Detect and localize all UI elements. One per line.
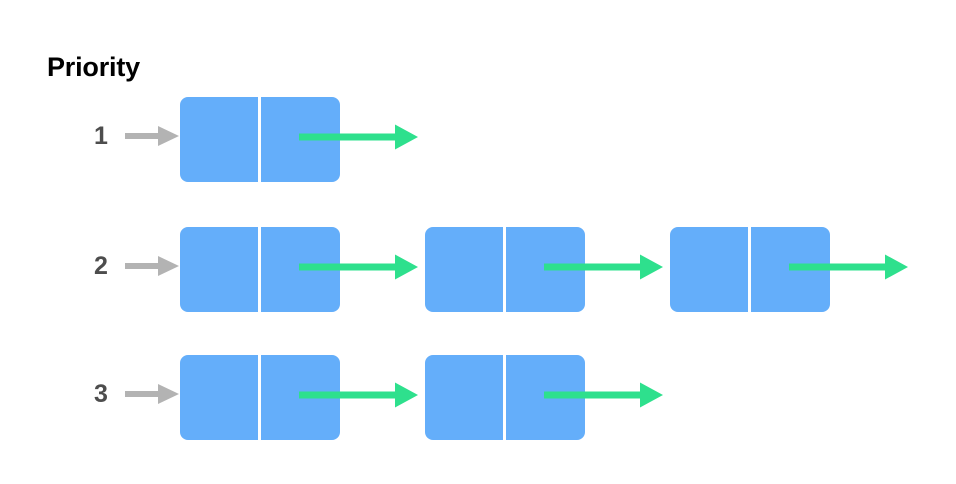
row-label-1: 1 xyxy=(94,122,108,150)
node-cell-divider xyxy=(503,227,506,312)
node-cell-divider xyxy=(258,227,261,312)
node-cell-divider xyxy=(258,97,261,182)
next-pointer-arrow-icon xyxy=(544,382,663,408)
next-pointer-arrow-icon xyxy=(299,382,418,408)
head-arrow-icon xyxy=(125,256,179,276)
row-label-2: 2 xyxy=(94,252,108,280)
priority-row-3: 3 xyxy=(0,352,956,442)
head-arrow-icon xyxy=(125,384,179,404)
node-cell-divider xyxy=(748,227,751,312)
priority-row-1: 1 xyxy=(0,94,956,184)
next-pointer-arrow-icon xyxy=(544,254,663,280)
head-arrow-icon xyxy=(125,126,179,146)
next-pointer-arrow-icon xyxy=(789,254,908,280)
page-title: Priority xyxy=(47,52,140,82)
node-cell-divider xyxy=(258,355,261,440)
priority-row-2: 2 xyxy=(0,224,956,314)
next-pointer-arrow-icon xyxy=(299,124,418,150)
row-label-3: 3 xyxy=(94,380,108,408)
node-cell-divider xyxy=(503,355,506,440)
next-pointer-arrow-icon xyxy=(299,254,418,280)
